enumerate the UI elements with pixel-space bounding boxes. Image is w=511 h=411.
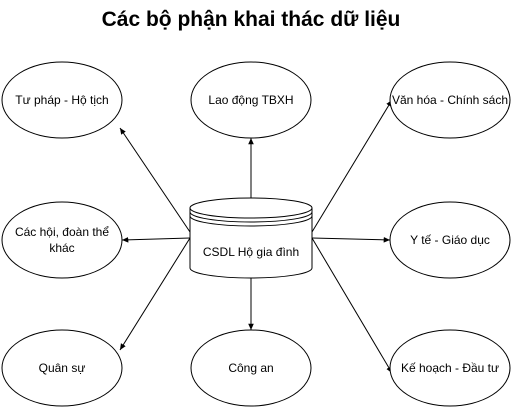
node-label: khác [49, 241, 74, 255]
node-label: Văn hóa - Chính sách [392, 93, 508, 107]
arrow-to-ke-hoach [311, 237, 393, 374]
node-quan-su: Quân sự [1, 329, 123, 407]
database-cylinder-icon [189, 208, 313, 279]
connectors [119, 99, 393, 374]
arrow-to-cac-hoi [121, 237, 191, 243]
database-label: CSDL Hộ gia đình [203, 245, 299, 259]
arrow-to-van-hoa [311, 99, 393, 233]
node-label: Quân sự [39, 361, 86, 375]
node-tu-phap: Tư pháp - Hộ tịch [1, 61, 123, 139]
node-label: Lao động TBXH [208, 93, 293, 107]
node-lao-dong: Lao động TBXH [190, 61, 312, 139]
node-label: Tư pháp - Hộ tịch [15, 93, 108, 107]
database-inner-ring [189, 211, 313, 223]
node-cac-hoi: Các hội, đoàn thể khác [1, 201, 123, 279]
arrow-to-tu-phap [119, 127, 191, 233]
node-van-hoa: Văn hóa - Chính sách [389, 61, 511, 139]
node-label: Kế hoạch - Đầu tư [401, 361, 499, 375]
diagram-title: Các bộ phận khai thác dữ liệu [102, 8, 401, 31]
node-ke-hoach: Kế hoạch - Đầu tư [389, 329, 511, 407]
database-inner-ring [189, 215, 313, 227]
arrow-to-y-te [311, 237, 391, 243]
center-database: CSDL Hộ gia đình [189, 197, 313, 279]
arrow-to-quan-su [119, 237, 191, 351]
node-label: Công an [228, 361, 273, 375]
node-label: Các hội, đoàn thể [15, 225, 109, 239]
node-y-te: Y tế - Giáo dục [389, 201, 511, 279]
database-top-ellipse [189, 197, 313, 219]
node-label: Y tế - Giáo dục [410, 233, 490, 247]
node-cong-an: Công an [190, 329, 312, 407]
